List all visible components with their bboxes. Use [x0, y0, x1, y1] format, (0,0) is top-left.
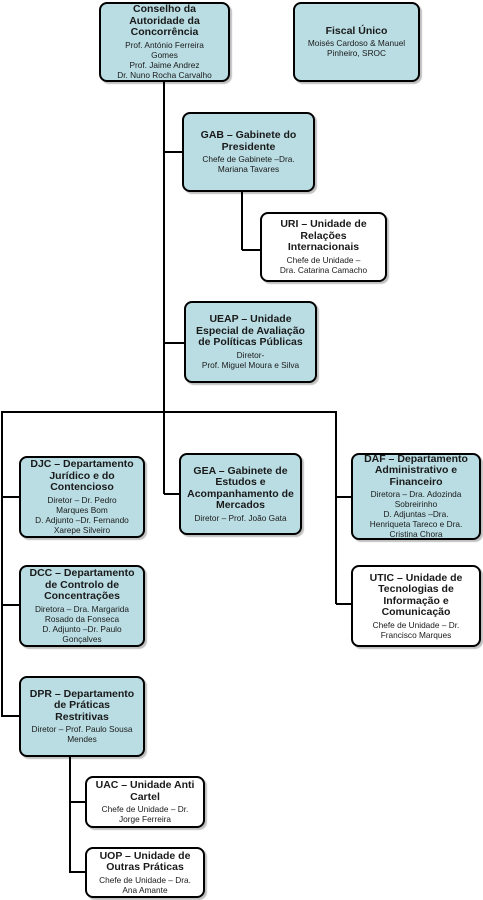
- node-ueap: UEAP – Unidade Especial de Avaliação de …: [184, 301, 317, 383]
- node-uac-title: UAC – Unidade Anti Cartel: [95, 779, 195, 803]
- node-fiscal-members: Moisés Cardoso & Manuel Pinheiro, SROC: [307, 38, 406, 59]
- node-djc: DJC – Departamento Jurídico e do Contenc…: [19, 456, 145, 538]
- node-dpr-title: DPR – Departamento de Práticas Restritiv…: [29, 687, 135, 723]
- node-dpr: DPR – Departamento de Práticas Restritiv…: [19, 676, 145, 757]
- node-gea-title: GEA – Gabinete de Estudos e Acompanhamen…: [187, 464, 294, 511]
- node-dcc-title: DCC – Departamento de Controlo de Concen…: [29, 567, 135, 603]
- node-uop: UOP – Unidade de Outras Práticas Chefe d…: [85, 847, 205, 898]
- node-utic-title: UTIC – Unidade de Tecnologias de Informa…: [369, 571, 463, 618]
- node-uop-head: Chefe de Unidade – Dra. Ana Amante: [99, 874, 191, 895]
- node-dcc-heads: Diretora – Dra. Margarida Rosado da Fons…: [34, 603, 130, 644]
- node-fiscal: Fiscal Único Moisés Cardoso & Manuel Pin…: [293, 2, 420, 82]
- node-uri: URI – Unidade de Relações Internacionais…: [260, 212, 387, 282]
- node-gea-head: Diretor – Prof. João Gata: [194, 512, 287, 523]
- node-gab-title: GAB – Gabinete do Presidente: [200, 129, 297, 153]
- node-gea: GEA – Gabinete de Estudos e Acompanhamen…: [179, 453, 302, 535]
- node-conselho-title: Conselho da Autoridade da Concorrência: [129, 3, 200, 39]
- node-uac-head: Chefe de Unidade – Dr. Jorge Ferreira: [101, 804, 189, 824]
- node-gab-head: Chefe de Gabinete –Dra. Mariana Tavares: [202, 154, 295, 174]
- node-uri-head: Chefe de Unidade – Dra. Catarina Camacho: [279, 254, 368, 275]
- node-daf-heads: Diretora – Dra. Adozinda Sobreirinho D. …: [369, 489, 463, 540]
- node-utic-head: Chefe de Unidade – Dr. Francisco Marques: [372, 619, 460, 640]
- node-fiscal-title: Fiscal Único: [325, 24, 388, 37]
- node-gab: GAB – Gabinete do Presidente Chefe de Ga…: [182, 112, 315, 192]
- node-dcc: DCC – Departamento de Controlo de Concen…: [19, 565, 145, 647]
- node-uri-title: URI – Unidade de Relações Internacionais: [280, 218, 367, 254]
- node-dpr-head: Diretor – Prof. Paulo Sousa Mendes: [31, 724, 133, 745]
- node-ueap-head: Diretor- Prof. Miguel Moura e Silva: [201, 349, 300, 370]
- node-utic: UTIC – Unidade de Tecnologias de Informa…: [351, 565, 481, 647]
- node-uac: UAC – Unidade Anti Cartel Chefe de Unida…: [85, 776, 205, 828]
- node-djc-title: DJC – Departamento Jurídico e do Contenc…: [30, 458, 134, 494]
- node-conselho: Conselho da Autoridade da Concorrência P…: [99, 2, 230, 82]
- node-djc-heads: Diretor – Dr. Pedro Marques Bom D. Adjun…: [35, 494, 129, 535]
- node-ueap-title: UEAP – Unidade Especial de Avaliação de …: [196, 313, 305, 349]
- node-conselho-members: Prof. António Ferreira Gomes Prof. Jaime…: [117, 39, 212, 80]
- node-daf-title: DAF – Departamento Administrativo e Fina…: [364, 452, 468, 488]
- node-uop-title: UOP – Unidade de Outras Práticas: [99, 849, 191, 873]
- node-daf: DAF – Departamento Administrativo e Fina…: [351, 453, 481, 540]
